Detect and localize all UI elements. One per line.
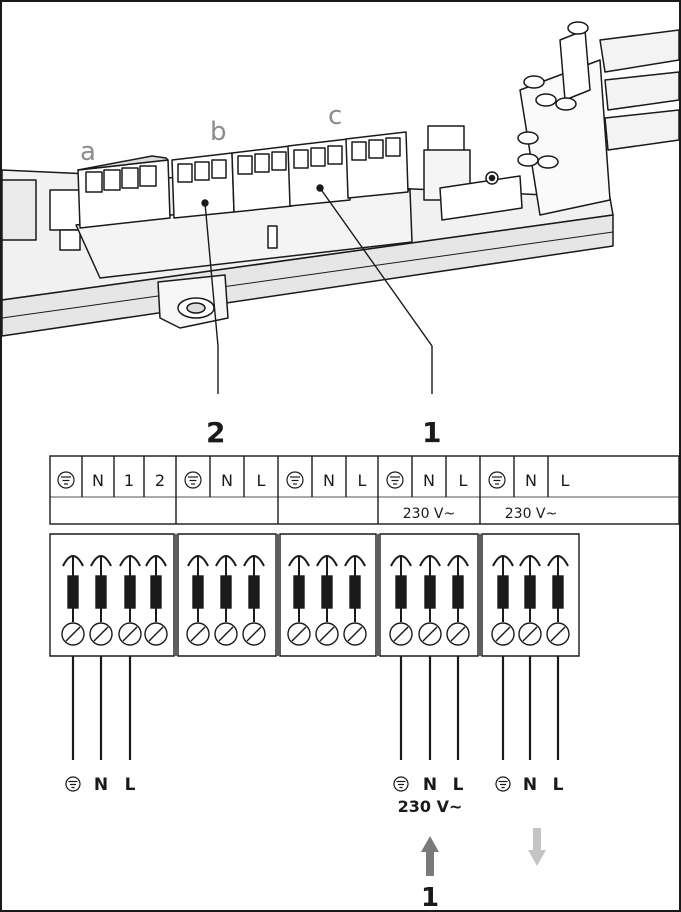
leader-lines	[201, 184, 433, 394]
g1-cell-1: 1	[124, 471, 134, 490]
callout-1-bottom: 1	[421, 883, 439, 912]
terminal-7	[242, 555, 266, 646]
mid-wire-l: L	[453, 775, 464, 795]
g4-cell-l: L	[459, 471, 468, 490]
terminals	[61, 555, 570, 646]
g1-cell-n: N	[92, 471, 104, 490]
g2-cell-l: L	[257, 471, 266, 490]
mid-wire-n: N	[423, 775, 437, 795]
terminal-3	[118, 555, 142, 646]
terminal-12	[418, 555, 442, 646]
terminal-block-b2	[231, 145, 293, 213]
g5-cell-n: N	[525, 471, 537, 490]
bottom-earth-symbols	[65, 776, 511, 792]
right-wire-n: N	[523, 775, 537, 795]
callout-1-top: 1	[422, 416, 441, 449]
wires	[71, 656, 560, 760]
earth-symbols-header	[57, 471, 506, 489]
left-wire-l: L	[125, 775, 136, 795]
device-illustration	[1, 21, 680, 337]
g2-cell-n: N	[221, 471, 233, 490]
g1-cell-2: 2	[155, 471, 165, 490]
g5-voltage: 230 V~	[505, 506, 557, 522]
bottom-voltage: 230 V~	[398, 797, 463, 816]
terminal-2	[89, 555, 113, 646]
terminal-15	[518, 555, 542, 646]
supply-arrow-up	[421, 836, 439, 876]
callout-2: 2	[206, 416, 225, 449]
terminal-block-a	[77, 155, 171, 229]
terminal-9	[315, 555, 339, 646]
terminal-11	[389, 555, 413, 646]
terminal-16	[546, 555, 570, 646]
terminal-8	[287, 555, 311, 646]
terminal-block-b1	[171, 152, 235, 219]
label-b: b	[210, 117, 227, 147]
terminal-strip	[49, 455, 680, 525]
terminal-14	[491, 555, 515, 646]
terminal-10	[343, 555, 367, 646]
label-c: c	[328, 101, 342, 131]
terminal-6	[214, 555, 238, 646]
g3-cell-n: N	[323, 471, 335, 490]
terminal-5	[186, 555, 210, 646]
terminal-block-c1	[287, 138, 351, 207]
cable-glands	[517, 21, 680, 216]
g4-voltage: 230 V~	[403, 506, 455, 522]
output-arrow-down	[528, 828, 546, 866]
terminal-13	[446, 555, 470, 646]
right-wire-l: L	[553, 775, 564, 795]
left-wire-n: N	[94, 775, 108, 795]
terminal-1	[61, 555, 85, 646]
terminal-block-c2	[345, 131, 409, 199]
g5-cell-l: L	[561, 471, 570, 490]
g3-cell-l: L	[358, 471, 367, 490]
terminal-4	[144, 555, 168, 646]
label-a: a	[80, 137, 96, 167]
g4-cell-n: N	[423, 471, 435, 490]
